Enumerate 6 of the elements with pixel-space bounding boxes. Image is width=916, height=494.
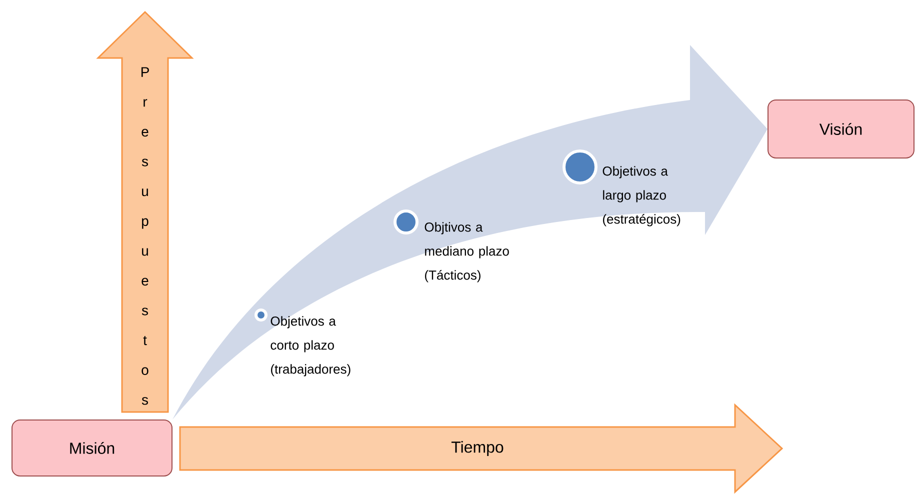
rounded-box: Misión [12, 419, 172, 476]
dot-caption: Objetivos a corto plazo (trabajadores) [270, 316, 350, 376]
dot-caption: Objtivos a mediano plazo (Tácticos) [424, 222, 509, 282]
dot-caption: Objetivos a largo plazo (estratégicos) [602, 166, 680, 226]
curved-arrow [172, 44, 768, 420]
rounded-box: Visión [768, 100, 914, 158]
